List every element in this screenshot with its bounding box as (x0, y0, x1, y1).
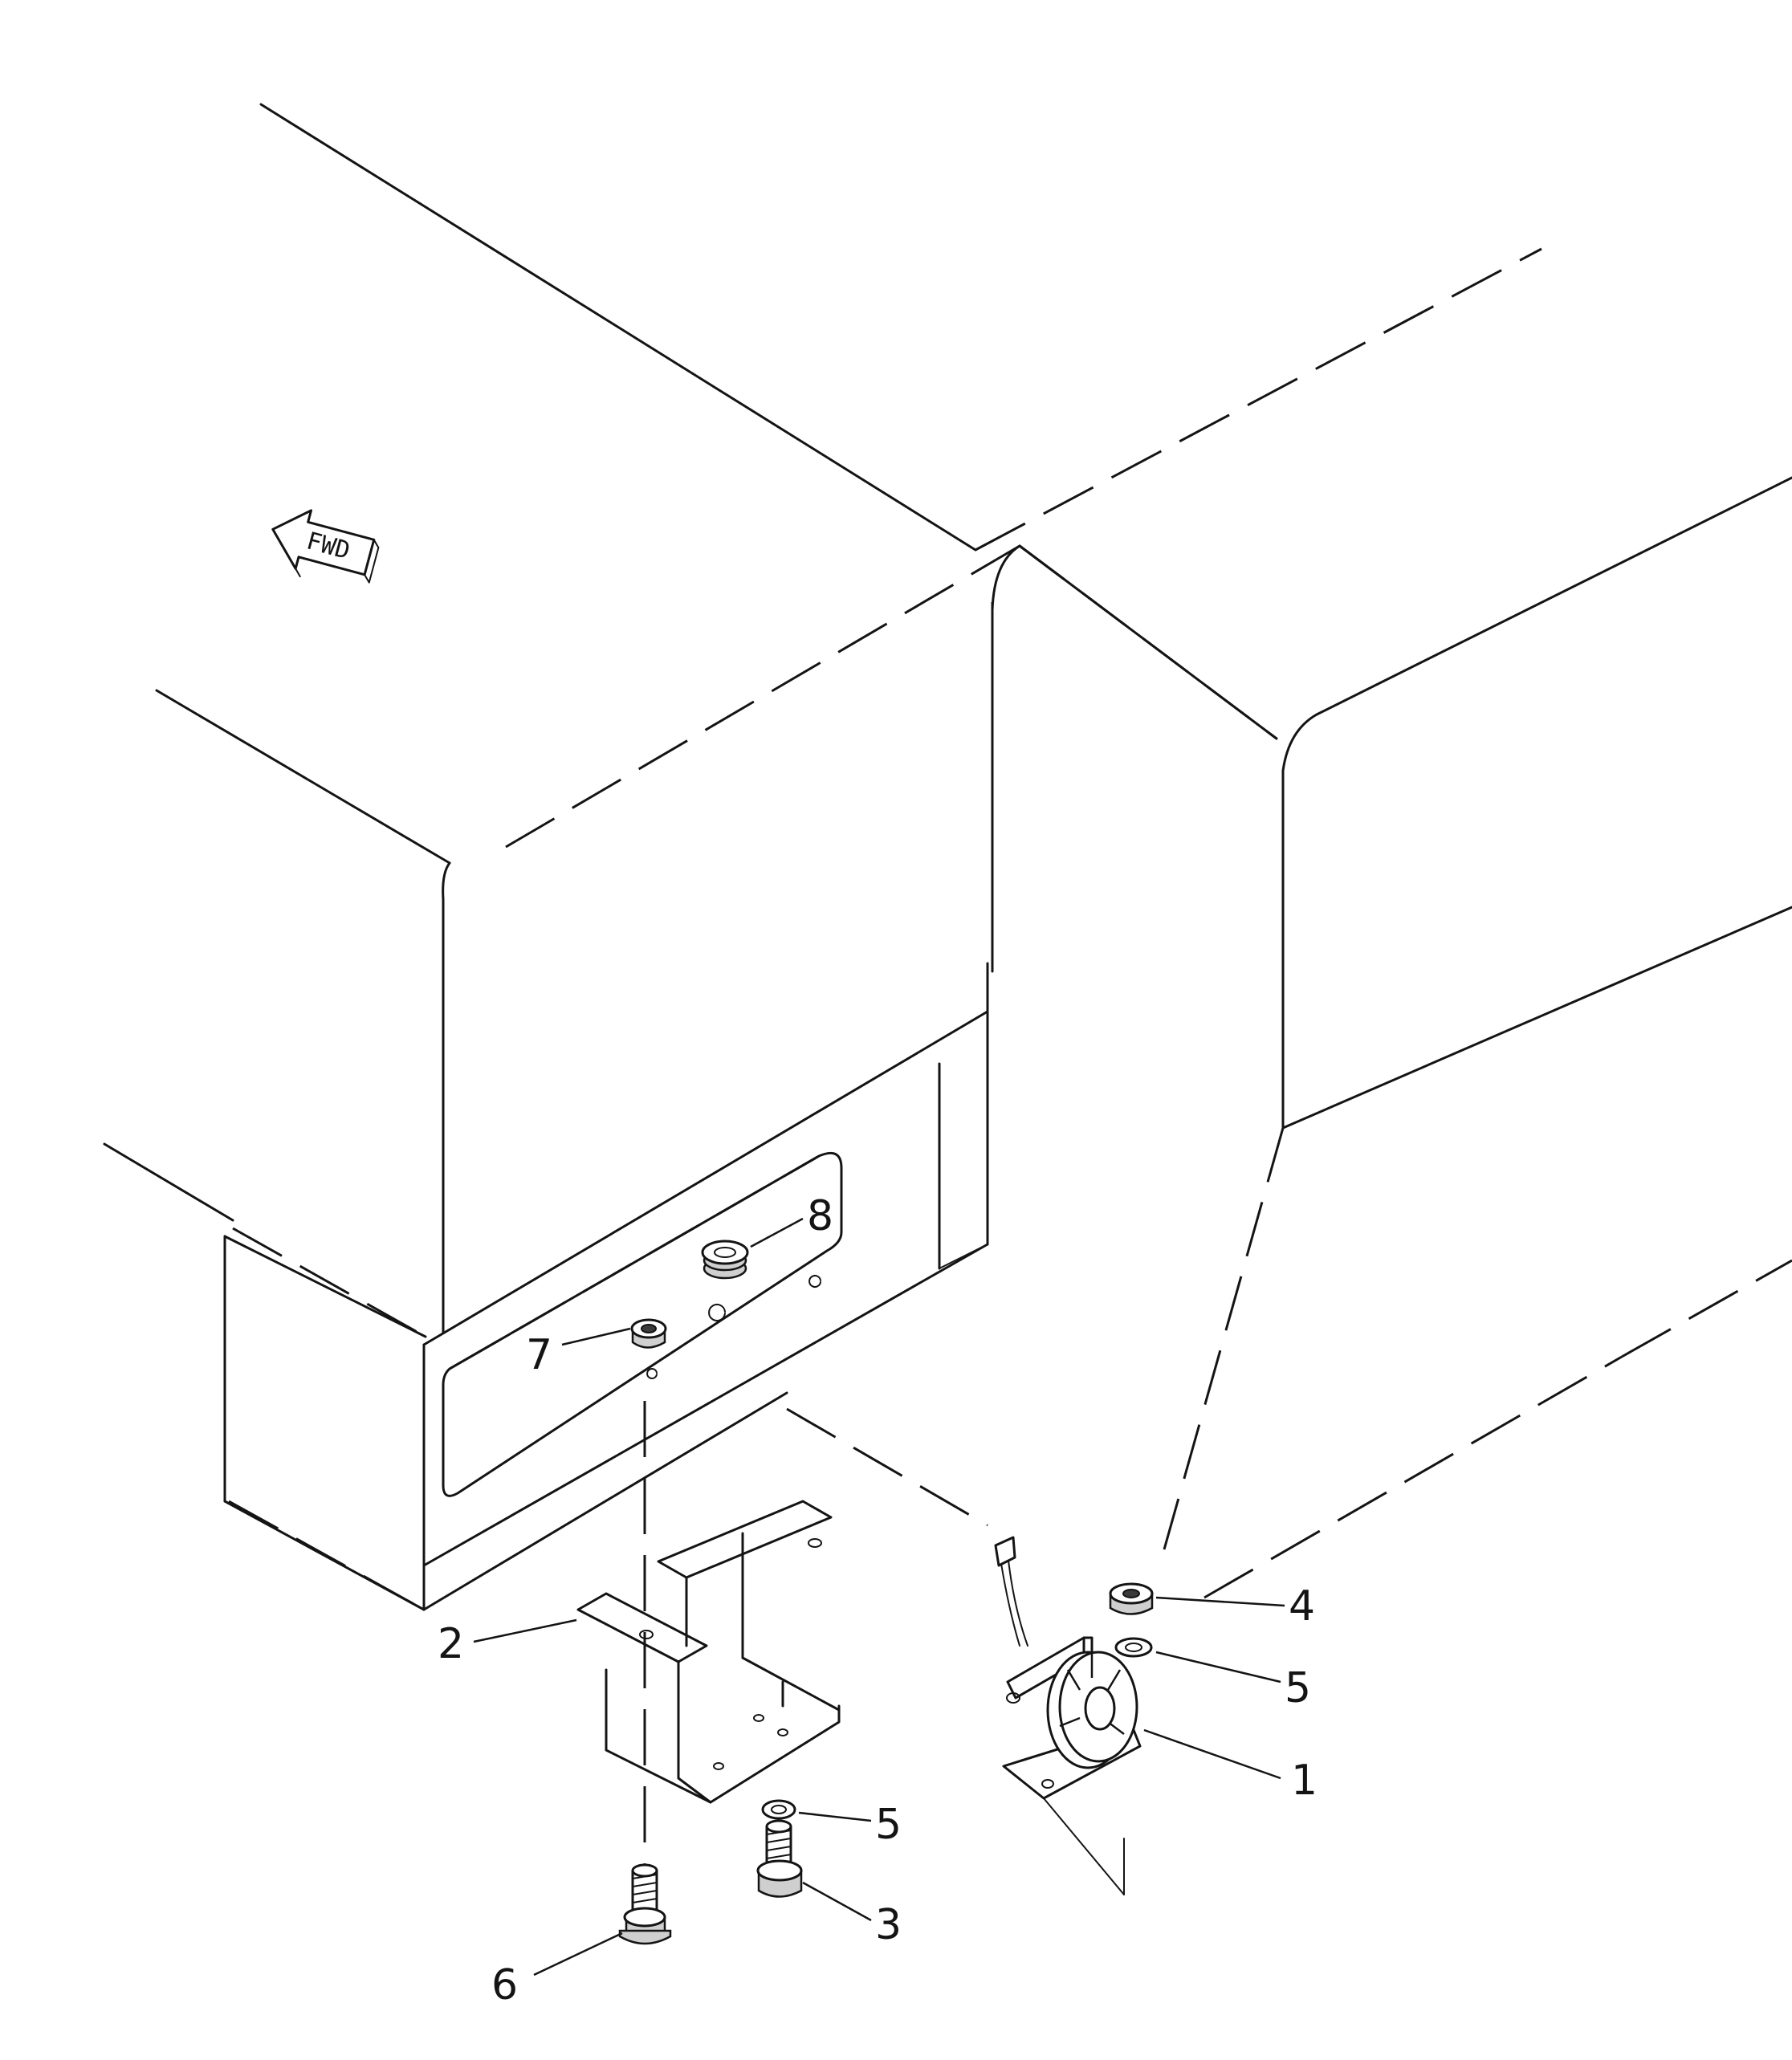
callout-1: 1 (1291, 1757, 1318, 1805)
callout-5-upper: 5 (1285, 1664, 1311, 1712)
part-6-bolt (618, 1863, 672, 1945)
callout-4: 4 (1289, 1582, 1315, 1630)
part-1-buzzer (994, 1536, 1142, 1895)
part-7-nut (630, 1318, 667, 1349)
left-cover (103, 103, 1021, 1334)
callout-8: 8 (807, 1192, 833, 1240)
part-2-bracket (576, 1401, 841, 1871)
fwd-arrow-icon: FWD (271, 509, 380, 584)
callout-3: 3 (875, 1901, 902, 1949)
callout-7: 7 (526, 1331, 552, 1379)
leader-lines (473, 1217, 1285, 1977)
right-cover (786, 247, 1792, 1599)
part-5-washer-lower (761, 1799, 796, 1820)
callout-6: 6 (491, 1961, 518, 2009)
part-4-nut (1109, 1582, 1154, 1615)
callout-5-lower: 5 (875, 1801, 902, 1849)
part-3-bolt (756, 1819, 803, 1898)
callouts: 1 2 3 4 5 5 6 7 8 (438, 1192, 1318, 2009)
part-5-washer-upper (1114, 1637, 1153, 1658)
lower-box (223, 962, 989, 1611)
part-8-grommet (701, 1240, 749, 1280)
callout-2: 2 (438, 1620, 464, 1668)
